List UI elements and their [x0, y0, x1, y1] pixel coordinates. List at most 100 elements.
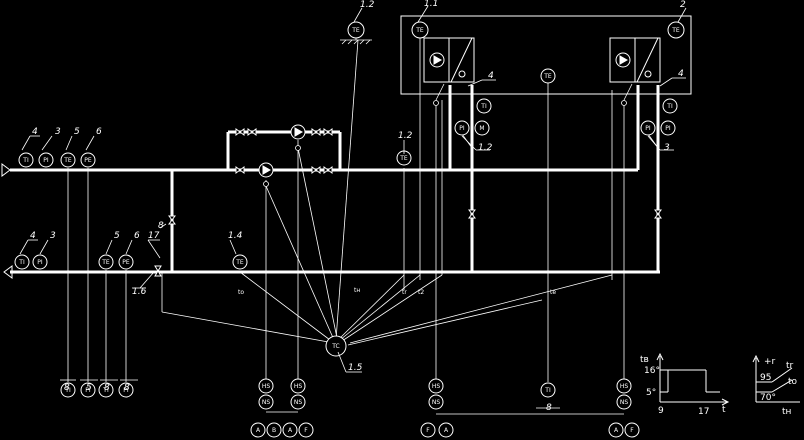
- instrument-tc-20: TC: [325, 335, 347, 357]
- instrument-te-8: TE: [232, 254, 248, 270]
- bottom-callout-8b: 8: [104, 383, 110, 393]
- instrument-label: B: [272, 427, 276, 434]
- main-pipes: [10, 85, 660, 274]
- chart2-y-hi: 95: [760, 373, 771, 383]
- instrument-label: PI: [665, 125, 671, 132]
- instrument-label: TE: [671, 27, 680, 34]
- chart2-y-lo: 70°: [760, 393, 776, 403]
- instrument-pi-24: PI: [118, 382, 134, 398]
- callout-8: 8: [158, 221, 164, 231]
- callout-6a: 6: [96, 127, 102, 137]
- line-labels: tн tо tr t2 te: [238, 287, 556, 296]
- callout-4a: 4: [32, 127, 38, 137]
- instrument-ti-35: TI: [540, 382, 556, 398]
- instrument-label: M: [479, 125, 484, 132]
- instrument-label: PI: [85, 387, 91, 394]
- boiler-room-box: [400, 15, 692, 95]
- instrument-label: NS: [294, 399, 302, 406]
- instrument-ns-27: NS: [258, 394, 274, 410]
- instrument-label: A: [256, 427, 261, 434]
- instrument-label: NS: [620, 399, 628, 406]
- pump-upper: [290, 124, 306, 140]
- instrument-label: A: [288, 427, 293, 434]
- instrument-pi-1: PI: [38, 152, 54, 168]
- instrument-ti-0: TI: [18, 152, 34, 168]
- chart1-y-lo: 5°: [646, 388, 656, 398]
- instrument-label: TI: [18, 259, 25, 266]
- chart1-x-hi: 17: [698, 407, 709, 417]
- label-tr: tr: [402, 289, 407, 296]
- chart-supply-temperature: +r 95 70° tн tr to: [752, 354, 800, 417]
- instrument-label: TE: [235, 259, 244, 266]
- label-te: te: [550, 289, 556, 296]
- instrument-f-38: F: [420, 422, 436, 438]
- instrument-label: PE: [122, 259, 130, 266]
- instrument-label: PE: [84, 157, 92, 164]
- instrument-label: TI: [64, 387, 71, 394]
- bottom-callout-8a: 8: [64, 383, 70, 393]
- instrument-hs-25: HS: [258, 378, 274, 394]
- instrument-m-16: M: [474, 120, 490, 136]
- instrument-ns-37: NS: [616, 394, 632, 410]
- instrument-ti-4: TI: [14, 254, 30, 270]
- instrument-te-11: TE: [667, 21, 685, 39]
- instrument-ns-34: NS: [428, 394, 444, 410]
- callout-16: 1.6: [132, 287, 147, 297]
- instrument-label: HS: [620, 383, 629, 390]
- instrument-ns-28: NS: [290, 394, 306, 410]
- instrument-te-9: TE: [347, 21, 365, 39]
- bottom-callout-8d: 8: [546, 403, 552, 413]
- instrument-te-12: TE: [396, 150, 412, 166]
- sensor-dots: [263, 100, 627, 187]
- instrument-a-29: A: [250, 422, 266, 438]
- instrument-label: TE: [63, 157, 72, 164]
- label-tn: tн: [354, 287, 360, 294]
- callout-6b: 6: [134, 231, 140, 241]
- instrument-label: TE: [415, 27, 424, 34]
- instrument-label: TE: [399, 155, 408, 162]
- instrument-pi-18: PI: [660, 120, 676, 136]
- instrument-label: PI: [37, 259, 43, 266]
- callout-17: 17: [148, 231, 160, 241]
- callout-2: 2: [680, 0, 686, 10]
- flow-arrows: [1, 163, 13, 279]
- callout-15: 1.5: [348, 363, 363, 373]
- instrument-label: PI: [459, 125, 465, 132]
- instrument-ti-13: TI: [476, 98, 492, 114]
- instrument-a-40: A: [608, 422, 624, 438]
- instrument-label: TI: [544, 387, 551, 394]
- chart2-series-to: to: [788, 377, 798, 387]
- instrument-label: A: [614, 427, 619, 434]
- instrument-label: NS: [432, 399, 440, 406]
- label-t2: t2: [418, 289, 424, 296]
- instrument-te-10: TE: [411, 21, 429, 39]
- instrument-label: TI: [102, 387, 109, 394]
- chart1-ylabel: tв: [640, 355, 649, 365]
- callout-4b: 4: [30, 231, 36, 241]
- instrument-label: A: [444, 427, 449, 434]
- chart2-xlabel: tн: [782, 407, 792, 417]
- instrument-f-41: F: [624, 422, 640, 438]
- instrument-label: PI: [645, 125, 651, 132]
- instrument-label: PI: [123, 387, 129, 394]
- instrument-label: TE: [351, 27, 360, 34]
- callout-12-top: 1.2: [360, 0, 375, 10]
- instrument-te-2: TE: [60, 152, 76, 168]
- instrument-pi-5: PI: [32, 254, 48, 270]
- instrument-label: HS: [432, 383, 441, 390]
- instrument-pi-17: PI: [640, 120, 656, 136]
- instrument-label: F: [426, 427, 430, 434]
- callout-3b: 3: [50, 231, 56, 241]
- boiler-unit-left: [423, 37, 475, 83]
- label-to: tо: [238, 289, 244, 296]
- instrument-te-6: TE: [98, 254, 114, 270]
- instrument-hs-26: HS: [290, 378, 306, 394]
- instrument-pi-15: PI: [454, 120, 470, 136]
- instrument-hs-36: HS: [616, 378, 632, 394]
- callout-3a: 3: [55, 127, 61, 137]
- callout-4-r1: 4: [488, 71, 494, 81]
- instrument-a-31: A: [282, 422, 298, 438]
- instrument-b-30: B: [266, 422, 282, 438]
